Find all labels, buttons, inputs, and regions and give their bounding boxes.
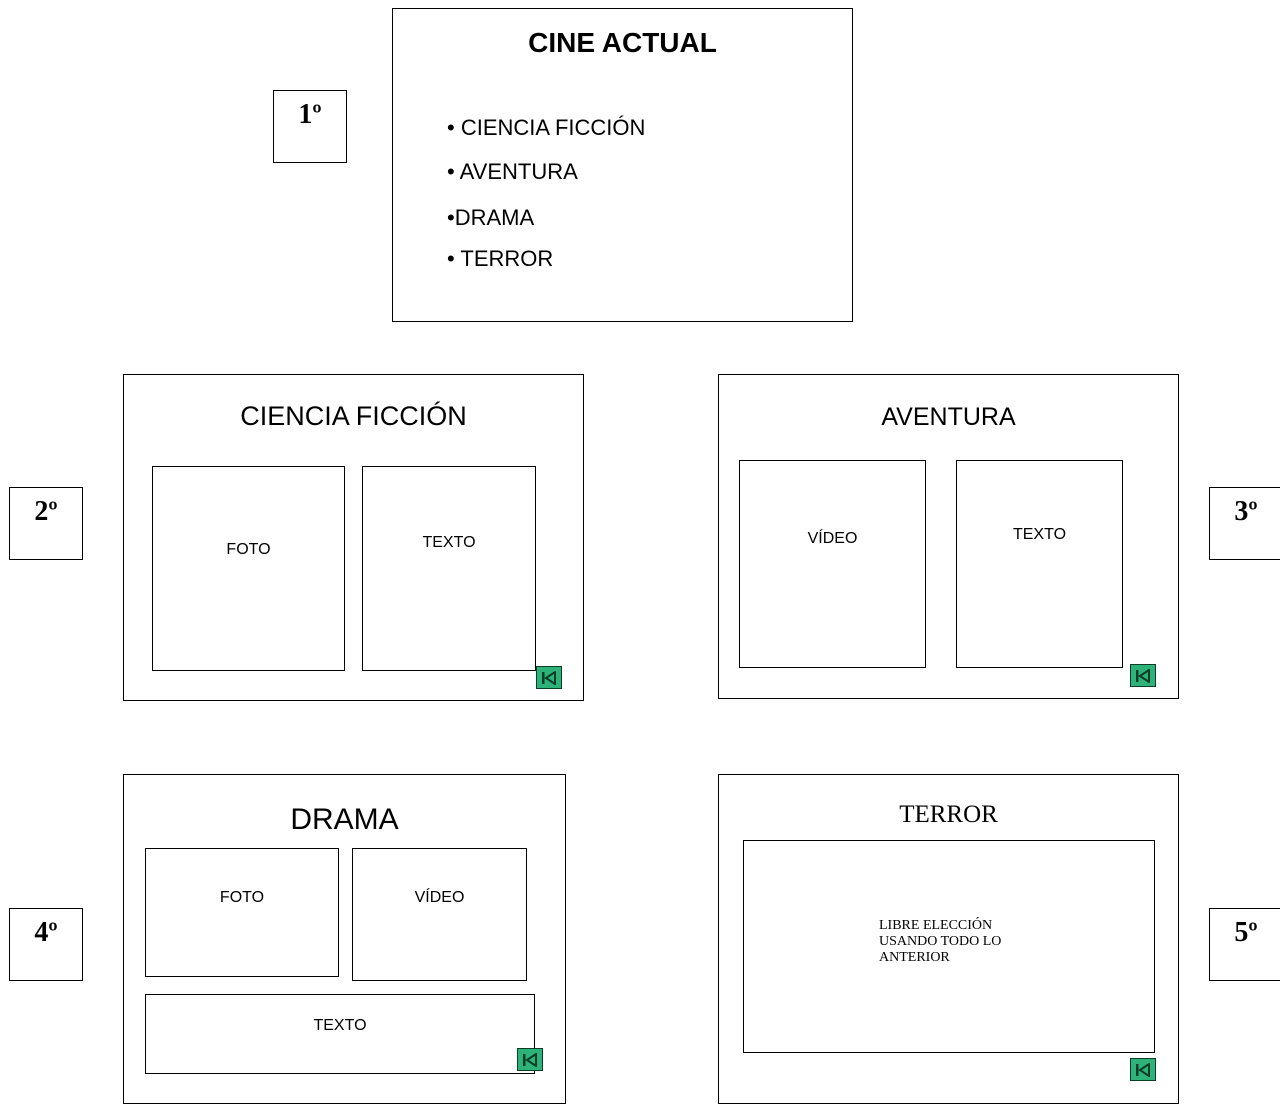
step-label-1: 1º [273,90,347,163]
slide-drama-title: DRAMA [290,803,399,836]
genre-item-adventure-label: AVENTURA [459,159,578,184]
skip-back-icon [1136,1062,1150,1077]
skip-back-icon [523,1052,537,1067]
slide-adventure: AVENTURA VÍDEO TEXTO [718,374,1179,699]
terror-content-text: LIBRE ELECCIÓN USANDO TODO LO ANTERIOR [879,918,1001,966]
skip-back-icon [542,670,556,685]
drama-photo-label: FOTO [219,889,265,906]
terror-content-box: LIBRE ELECCIÓN USANDO TODO LO ANTERIOR [743,840,1155,1053]
main-slide: CINE ACTUAL • CIENCIA FICCIÓN • AVENTURA… [392,8,853,322]
step-label-3-text: 3º [1234,496,1258,527]
adventure-text-box: TEXTO [956,460,1123,668]
scifi-text-box: TEXTO [362,466,536,671]
drama-text-box: TEXTO [145,994,535,1074]
terror-line-3: ANTERIOR [879,950,950,965]
adventure-text-label: TEXTO [1012,526,1067,543]
adventure-video-box: VÍDEO [739,460,926,668]
slide-scifi: CIENCIA FICCIÓN FOTO TEXTO [123,374,584,701]
step-label-2-text: 2º [34,496,58,527]
terror-back-button[interactable] [1130,1058,1156,1081]
main-slide-title: CINE ACTUAL [528,27,717,58]
step-label-3: 3º [1209,487,1280,560]
step-label-4: 4º [9,908,83,981]
adventure-video-label: VÍDEO [807,530,858,547]
slide-adventure-title: AVENTURA [881,403,1016,431]
genre-item-scifi-label: CIENCIA FICCIÓN [460,115,646,140]
step-label-2: 2º [9,487,83,560]
step-label-5-text: 5º [1234,917,1258,948]
genre-item-scifi[interactable]: • CIENCIA FICCIÓN [447,115,646,140]
terror-line-2: USANDO TODO LO [879,934,1002,949]
step-label-4-text: 4º [34,917,58,948]
drama-photo-box: FOTO [145,848,339,977]
genre-item-drama[interactable]: •DRAMA [447,205,535,230]
scifi-text-label: TEXTO [422,534,476,551]
adventure-back-button[interactable] [1130,664,1156,687]
scifi-photo-label: FOTO [226,541,271,558]
skip-back-icon [1136,668,1150,683]
slide-drama: DRAMA FOTO VÍDEO TEXTO [123,774,566,1104]
drama-video-label: VÍDEO [414,889,465,906]
slide-terror-title: TERROR [899,801,998,828]
drama-text-label: TEXTO [313,1017,367,1034]
genre-item-terror-label: TERROR [460,246,554,271]
scifi-back-button[interactable] [536,666,562,689]
step-label-5: 5º [1209,908,1280,981]
drama-video-box: VÍDEO [352,848,527,981]
genre-item-adventure[interactable]: • AVENTURA [447,159,578,184]
drama-back-button[interactable] [517,1048,543,1071]
slide-scifi-title: CIENCIA FICCIÓN [240,401,467,431]
terror-line-1: LIBRE ELECCIÓN [879,918,993,933]
genre-item-terror[interactable]: • TERROR [447,246,554,271]
genre-item-drama-label: DRAMA [454,205,535,230]
scifi-photo-box: FOTO [152,466,345,671]
slide-terror: TERROR LIBRE ELECCIÓN USANDO TODO LO ANT… [718,774,1179,1104]
step-label-1-text: 1º [298,99,322,130]
